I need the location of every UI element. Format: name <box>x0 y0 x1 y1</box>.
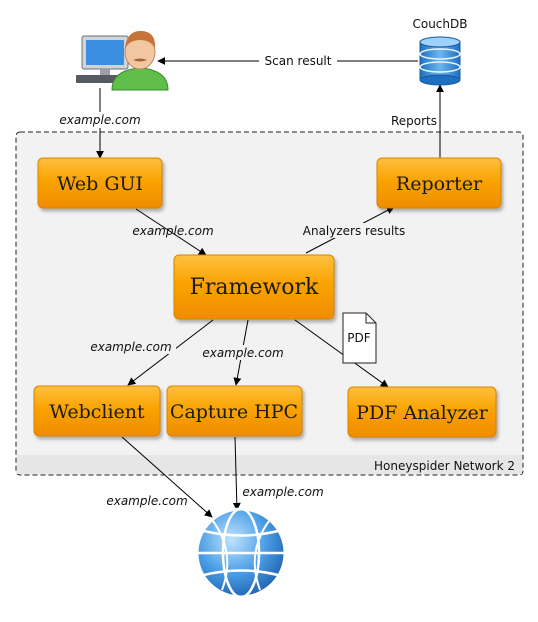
node-web-gui-label: Web GUI <box>57 173 143 195</box>
edge-capture-to-internet <box>232 436 241 511</box>
node-pdf-analyzer <box>347 386 497 438</box>
node-framework <box>173 254 335 320</box>
node-web-gui <box>37 157 163 209</box>
edge-gui-to-framework <box>135 208 207 256</box>
pdf-document-icon <box>342 312 377 364</box>
edge-label-analyzers-results: Analyzers results <box>303 224 406 238</box>
edge-label-gui-to-framework: example.com <box>132 224 213 238</box>
cluster-label: Honeyspider Network 2 <box>374 459 515 473</box>
node-capture-hpc <box>166 385 303 437</box>
node-pdf-analyzer-label: PDF Analyzer <box>356 402 489 424</box>
edge-label-framework-to-webclient: example.com <box>90 340 171 354</box>
edge-webclient-to-internet <box>121 436 213 518</box>
pdf-document-label: PDF <box>347 331 370 345</box>
edge-label-webclient-to-internet: example.com <box>106 494 187 508</box>
edge-framework-to-pdf <box>294 319 389 388</box>
edge-label-capture-to-internet: example.com <box>242 485 323 499</box>
edge-label-reports: Reports <box>391 114 437 128</box>
globe-icon <box>195 507 287 599</box>
edge-label-scan-result: Scan result <box>265 54 332 68</box>
node-reporter <box>376 157 502 209</box>
couchdb-label: CouchDB <box>412 17 467 31</box>
node-webclient <box>33 385 161 437</box>
database-icon <box>419 36 461 86</box>
node-webclient-label: Webclient <box>49 401 145 423</box>
edge-label-user-to-gui: example.com <box>59 113 140 127</box>
node-reporter-label: Reporter <box>396 173 483 195</box>
node-capture-hpc-label: Capture HPC <box>170 401 298 423</box>
edge-label-framework-to-capture: example.com <box>202 346 283 360</box>
user-computer-icon <box>76 30 169 91</box>
node-framework-label: Framework <box>190 275 319 300</box>
